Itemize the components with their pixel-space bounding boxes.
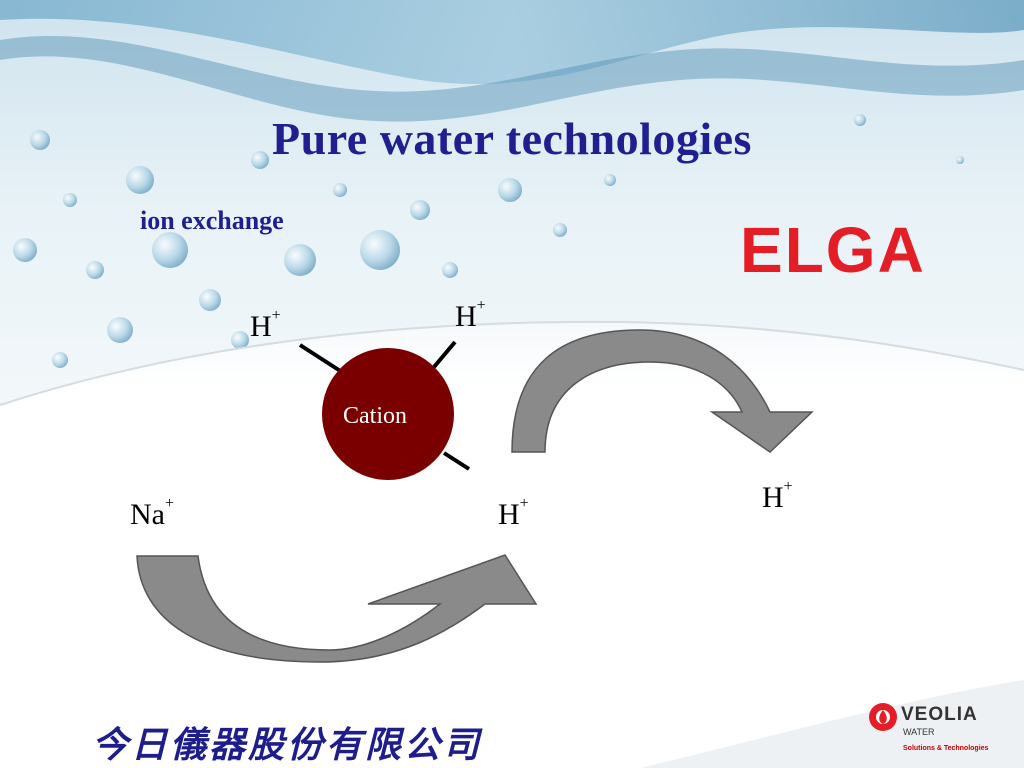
ion-h-middle: H+	[498, 496, 529, 531]
upper-exchange-arrow	[511, 329, 814, 453]
ion-symbol: H	[250, 310, 272, 343]
footer-company-name: 今日儀器股份有限公司	[92, 725, 483, 766]
ion-symbol: H	[455, 300, 477, 333]
slide-subtitle: ion exchange	[140, 206, 284, 235]
cation-label: Cation	[343, 403, 407, 429]
veolia-logo-name: VEOLIA	[901, 704, 978, 725]
lower-exchange-arrow	[136, 554, 538, 663]
ion-charge: +	[783, 478, 793, 495]
elga-logo: ELGA	[740, 218, 926, 276]
slide-title: Pure water technologies	[272, 113, 752, 164]
ion-charge: +	[476, 297, 486, 314]
ion-symbol: H	[498, 498, 520, 531]
veolia-logo-water: WATER	[903, 727, 935, 737]
ion-h-upper-left: H+	[250, 308, 281, 343]
ion-charge: +	[519, 495, 529, 512]
ion-symbol: Na	[130, 498, 165, 531]
bond-line-upper-left	[298, 343, 347, 376]
cation-sphere	[322, 348, 454, 480]
elga-logo-text: ELGA	[740, 218, 926, 276]
ion-h-released: H+	[762, 479, 793, 514]
veolia-drop-icon	[869, 703, 897, 731]
bond-line-upper-right	[432, 340, 457, 369]
ion-symbol: H	[762, 481, 784, 514]
ion-charge: +	[164, 495, 175, 512]
ion-na: Na+	[130, 496, 174, 531]
bond-line-lower-right	[442, 451, 471, 471]
veolia-tagline: Solutions & Technologies	[903, 745, 989, 752]
ion-charge: +	[271, 307, 281, 324]
ion-h-upper-right: H+	[455, 298, 486, 333]
